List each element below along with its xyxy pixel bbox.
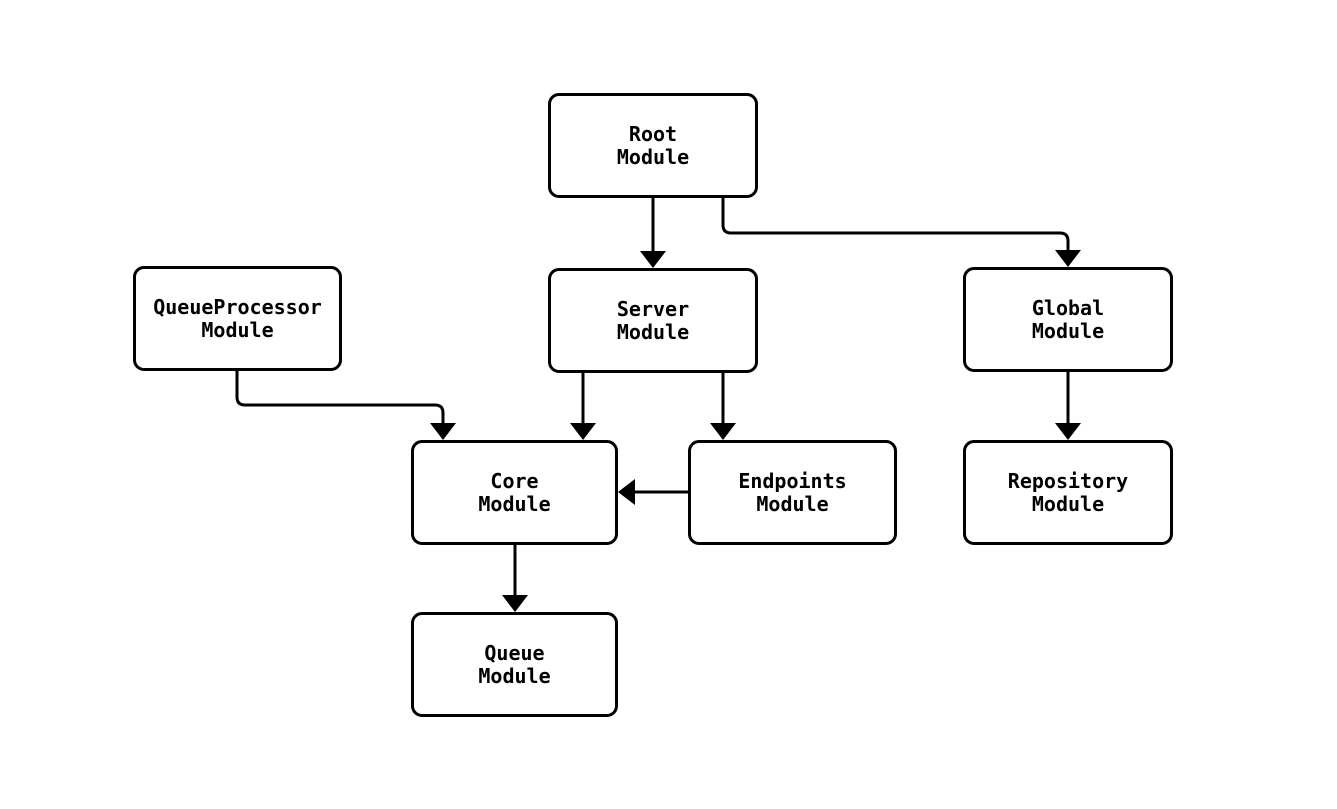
arrowhead-core-to-queue (502, 595, 528, 612)
node-queueprocessor-module-label-line: QueueProcessor (153, 294, 322, 319)
node-repository-module-label-line: Module (1031, 491, 1105, 516)
arrowhead-global-to-repository (1055, 423, 1081, 440)
edge-root-to-global (721, 198, 1070, 252)
node-root-module-label-line: Module (616, 144, 690, 169)
node-server-module-label-line: Module (616, 319, 690, 344)
arrowhead-server-to-endpoints (710, 423, 736, 440)
arrowhead-root-to-global (1055, 250, 1081, 267)
node-repository-module-label-line: Repository (1007, 468, 1129, 493)
edge-queueprocessor-to-core (235, 371, 445, 425)
node-global-module-label-line: Global (1031, 295, 1105, 320)
node-core-module-label-line: Core (490, 468, 539, 493)
node-root-module-label-line: Root (628, 121, 678, 146)
node-global-module-label-line: Module (1031, 318, 1105, 343)
node-server-module-label-line: Server (616, 296, 690, 321)
node-core-module-label-line: Module (478, 491, 551, 516)
arrowhead-queueprocessor-to-core (430, 423, 456, 440)
node-queue-module-label-line: Module (478, 663, 551, 688)
node-queue-module-label-line: Queue (484, 640, 545, 665)
node-endpoints-module-label-line: Endpoints (738, 468, 847, 493)
arrowhead-endpoints-to-core (618, 479, 635, 505)
node-endpoints-module-label-line: Module (756, 491, 829, 516)
node-queueprocessor-module-label-line: Module (201, 317, 274, 342)
arrowhead-server-to-core (570, 423, 596, 440)
arrowhead-root-to-server (640, 251, 666, 268)
